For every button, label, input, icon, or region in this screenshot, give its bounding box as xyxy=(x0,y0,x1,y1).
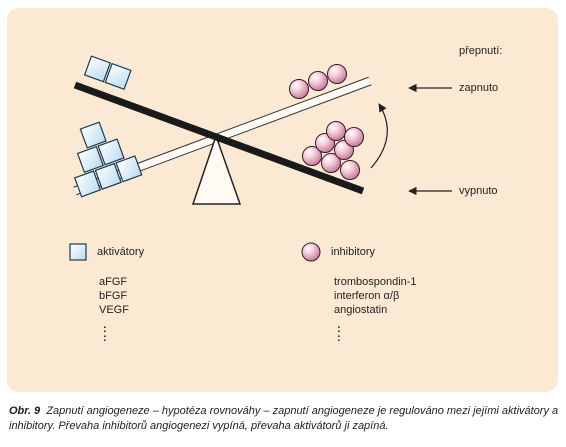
cube-icon xyxy=(83,55,112,83)
balance-diagram xyxy=(69,55,452,262)
spheres-on-dark-beam xyxy=(302,121,364,180)
cubes-on-light-beam xyxy=(73,121,143,198)
activator-item: bFGF xyxy=(99,290,128,302)
off-label: vypnuto xyxy=(459,185,498,197)
cube-icon xyxy=(79,121,107,149)
cube-icon xyxy=(115,155,143,183)
sphere-icon xyxy=(340,160,360,180)
sphere-icon xyxy=(344,127,364,147)
cube-icon xyxy=(73,170,102,198)
switch-label: přepnutí: xyxy=(459,45,503,57)
legend-inhibitor-sphere-icon xyxy=(301,242,321,262)
inhibitors-continuation: : : xyxy=(337,323,341,344)
cube-icon xyxy=(104,62,132,91)
inhibitor-item: interferon α/β xyxy=(334,290,400,302)
activators-continuation: : : xyxy=(103,323,107,344)
sphere-icon xyxy=(321,153,341,173)
figure-panel: přepnutí: zapnuto vypnuto aktivátory aFG… xyxy=(7,8,558,392)
activator-item: VEGF xyxy=(99,304,129,316)
inhibitor-item: angiostatin xyxy=(334,304,388,316)
legend-activators-title: aktivátory xyxy=(97,246,145,258)
sphere-icon xyxy=(327,64,347,84)
cubes-on-dark-beam xyxy=(83,55,132,91)
legend-inhibitors-title: inhibitory xyxy=(331,246,376,258)
sphere-icon xyxy=(308,71,328,91)
cube-icon xyxy=(94,162,122,190)
caption-text: Zapnutí angiogeneze – hypotéza rovnováhy… xyxy=(9,405,559,432)
sphere-icon xyxy=(302,146,322,166)
spheres-on-light-beam xyxy=(289,64,347,99)
sphere-icon xyxy=(289,79,309,99)
activator-item: aFGF xyxy=(99,276,128,288)
cube-icon xyxy=(76,145,104,174)
switch-curved-arrow xyxy=(370,103,388,169)
on-label: zapnuto xyxy=(459,82,499,94)
dark-beam xyxy=(73,81,365,195)
fulcrum xyxy=(191,133,242,205)
cube-icon xyxy=(97,138,125,166)
inhibitor-item: trombospondin-1 xyxy=(334,276,417,288)
caption-label: Obr. 9 xyxy=(9,405,41,417)
sphere-icon xyxy=(326,121,346,141)
figure-caption: Obr. 9 Zapnutí angiogeneze – hypotéza ro… xyxy=(9,404,559,434)
legend-activator-cube-icon xyxy=(69,243,87,261)
